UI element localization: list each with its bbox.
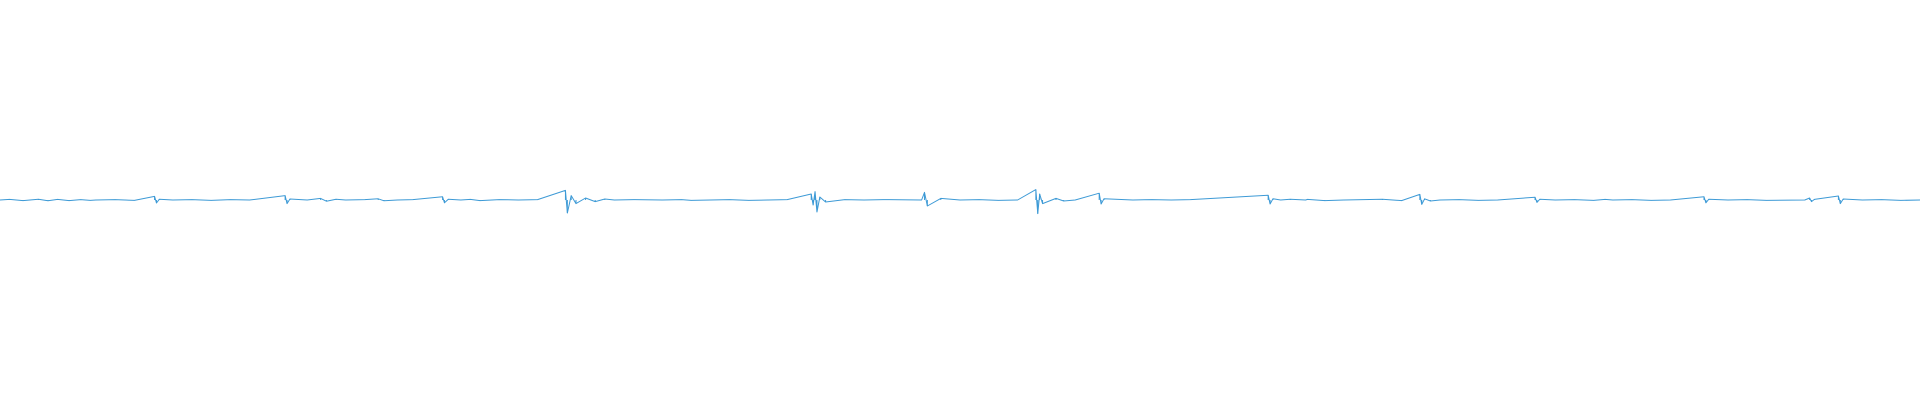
waveform-series-line (0, 189, 1920, 215)
series-layer (0, 189, 1920, 215)
